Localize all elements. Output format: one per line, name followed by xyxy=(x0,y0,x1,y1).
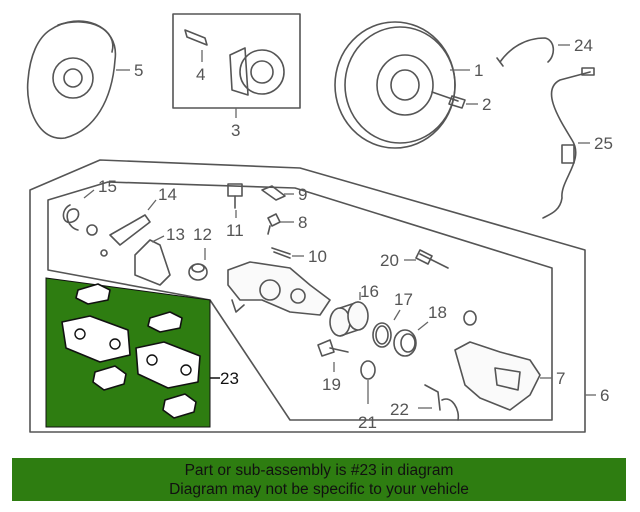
label-9: 9 xyxy=(298,185,307,204)
cap-part[interactable] xyxy=(188,263,208,281)
label-1: 1 xyxy=(474,61,483,80)
label-22: 22 xyxy=(390,400,409,419)
label-15: 15 xyxy=(98,177,117,196)
pin-part[interactable] xyxy=(271,247,291,259)
parking-lever-part[interactable] xyxy=(100,214,151,257)
label-16: 16 xyxy=(360,282,379,301)
disc-screw-part[interactable] xyxy=(431,91,466,109)
piston-seal-part[interactable] xyxy=(372,322,392,348)
hub-assembly-part[interactable] xyxy=(172,13,301,109)
guide-boot-part[interactable] xyxy=(360,310,477,380)
label-7: 7 xyxy=(556,369,565,388)
label-14: 14 xyxy=(158,185,177,204)
label-4: 4 xyxy=(196,65,205,84)
banner-line-2: Diagram may not be specific to your vehi… xyxy=(169,481,469,498)
mounting-bolt-part[interactable] xyxy=(415,249,449,269)
piston-part[interactable] xyxy=(329,301,369,337)
label-11: 11 xyxy=(226,221,244,240)
parts-diagram: 5 4 3 1 2 24 25 xyxy=(26,13,613,433)
spring-part[interactable] xyxy=(62,204,98,236)
label-19: 19 xyxy=(322,375,341,394)
label-12: 12 xyxy=(193,225,212,244)
bracket-part[interactable] xyxy=(134,239,171,286)
caliper-assembly-outline xyxy=(29,159,586,433)
label-3: 3 xyxy=(231,121,240,140)
label-5: 5 xyxy=(134,61,143,80)
label-17: 17 xyxy=(394,290,413,309)
brake-pad-kit-highlight[interactable] xyxy=(45,277,211,428)
brake-hose-part[interactable] xyxy=(496,37,555,67)
clip-part[interactable] xyxy=(261,185,286,201)
speed-sensor-part[interactable] xyxy=(542,67,595,219)
label-13: 13 xyxy=(166,225,185,244)
dust-shield-part[interactable] xyxy=(26,20,117,139)
label-10: 10 xyxy=(308,247,327,266)
label-23: 23 xyxy=(220,369,239,388)
label-18: 18 xyxy=(428,303,447,322)
pad-spring-part[interactable] xyxy=(424,384,460,421)
guide-pin-bolt-part[interactable] xyxy=(317,339,349,357)
caliper-housing-part[interactable] xyxy=(227,261,331,316)
label-21: 21 xyxy=(358,413,377,432)
label-24: 24 xyxy=(574,36,593,55)
label-2: 2 xyxy=(482,95,491,114)
caliper-carrier-part[interactable] xyxy=(454,341,541,411)
label-8: 8 xyxy=(298,213,307,232)
info-banner: Part or sub-assembly is #23 in diagram D… xyxy=(12,458,626,501)
guide-bolt-part[interactable] xyxy=(267,213,281,235)
label-20: 20 xyxy=(380,251,399,270)
label-6: 6 xyxy=(600,386,609,405)
caliper-inner-outline xyxy=(47,181,553,421)
brake-disc-part[interactable] xyxy=(334,21,456,149)
piston-boot-part[interactable] xyxy=(393,329,417,357)
banner-line-1: Part or sub-assembly is #23 in diagram xyxy=(184,462,454,479)
label-25: 25 xyxy=(594,134,613,153)
bleeder-screw-part[interactable] xyxy=(227,183,243,209)
